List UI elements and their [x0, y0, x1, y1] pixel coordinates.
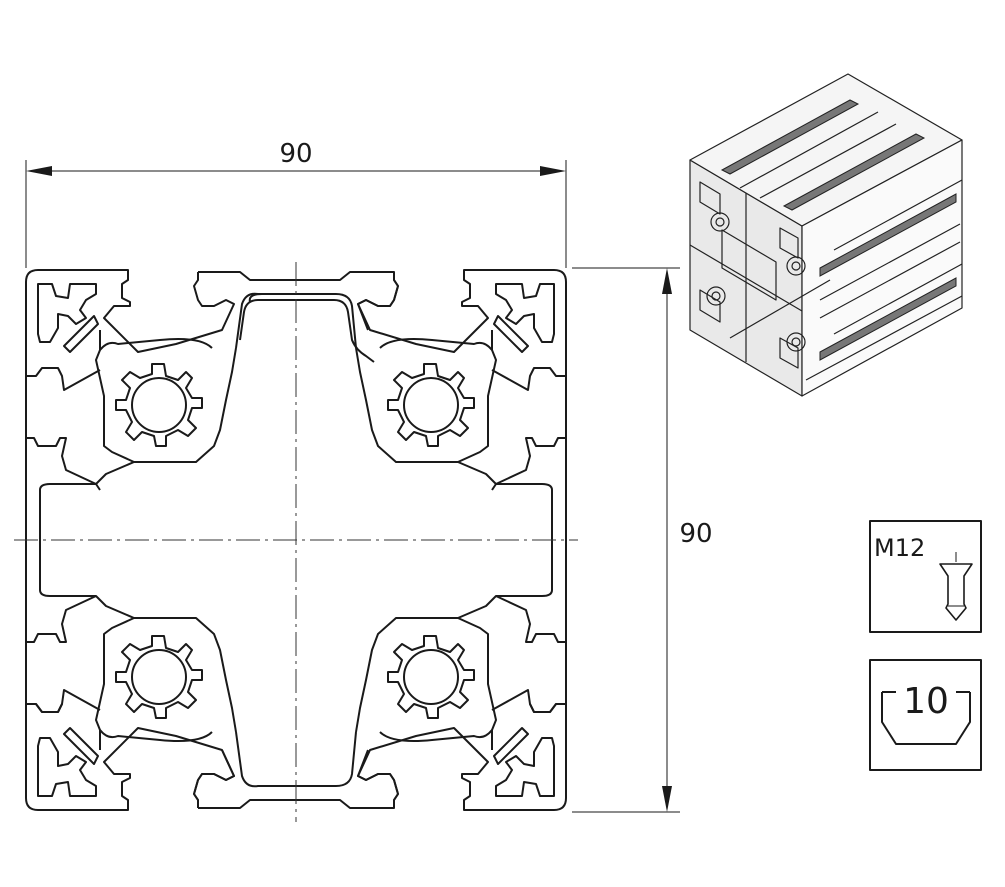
- thread-label: M12: [874, 534, 925, 562]
- arrow-right-icon: [540, 166, 566, 176]
- bore-bottom-left: [115, 635, 203, 719]
- screw-icon: [939, 552, 973, 621]
- bore-top-right: [387, 363, 475, 447]
- slot-profile-icon: [881, 691, 971, 745]
- thread-spec-box: M12: [869, 520, 982, 633]
- slot-label: 10: [903, 681, 949, 722]
- corner-slot-top-left: [25, 269, 237, 463]
- slot-left: [25, 376, 101, 491]
- slot-top: [198, 271, 399, 331]
- corner-slot-top-right: [355, 269, 567, 463]
- isometric-profile-view: [689, 73, 963, 397]
- arrow-left-icon: [26, 166, 52, 176]
- corner-slot-bottom-left: [25, 617, 237, 811]
- width-label: 90: [279, 139, 312, 169]
- height-label: 90: [679, 519, 712, 549]
- slot-spec-box: 10: [869, 659, 982, 771]
- cross-section-view: [14, 262, 578, 822]
- centre-cavity: [239, 299, 375, 363]
- slot-right: [491, 376, 567, 491]
- width-dimension: 90: [25, 139, 567, 268]
- bore-top-left: [115, 363, 203, 447]
- bore-bottom-right: [387, 635, 475, 719]
- slot-bottom: [198, 749, 399, 809]
- arrow-up-icon: [662, 268, 672, 294]
- height-dimension: 90: [572, 267, 713, 813]
- arrow-down-icon: [662, 786, 672, 812]
